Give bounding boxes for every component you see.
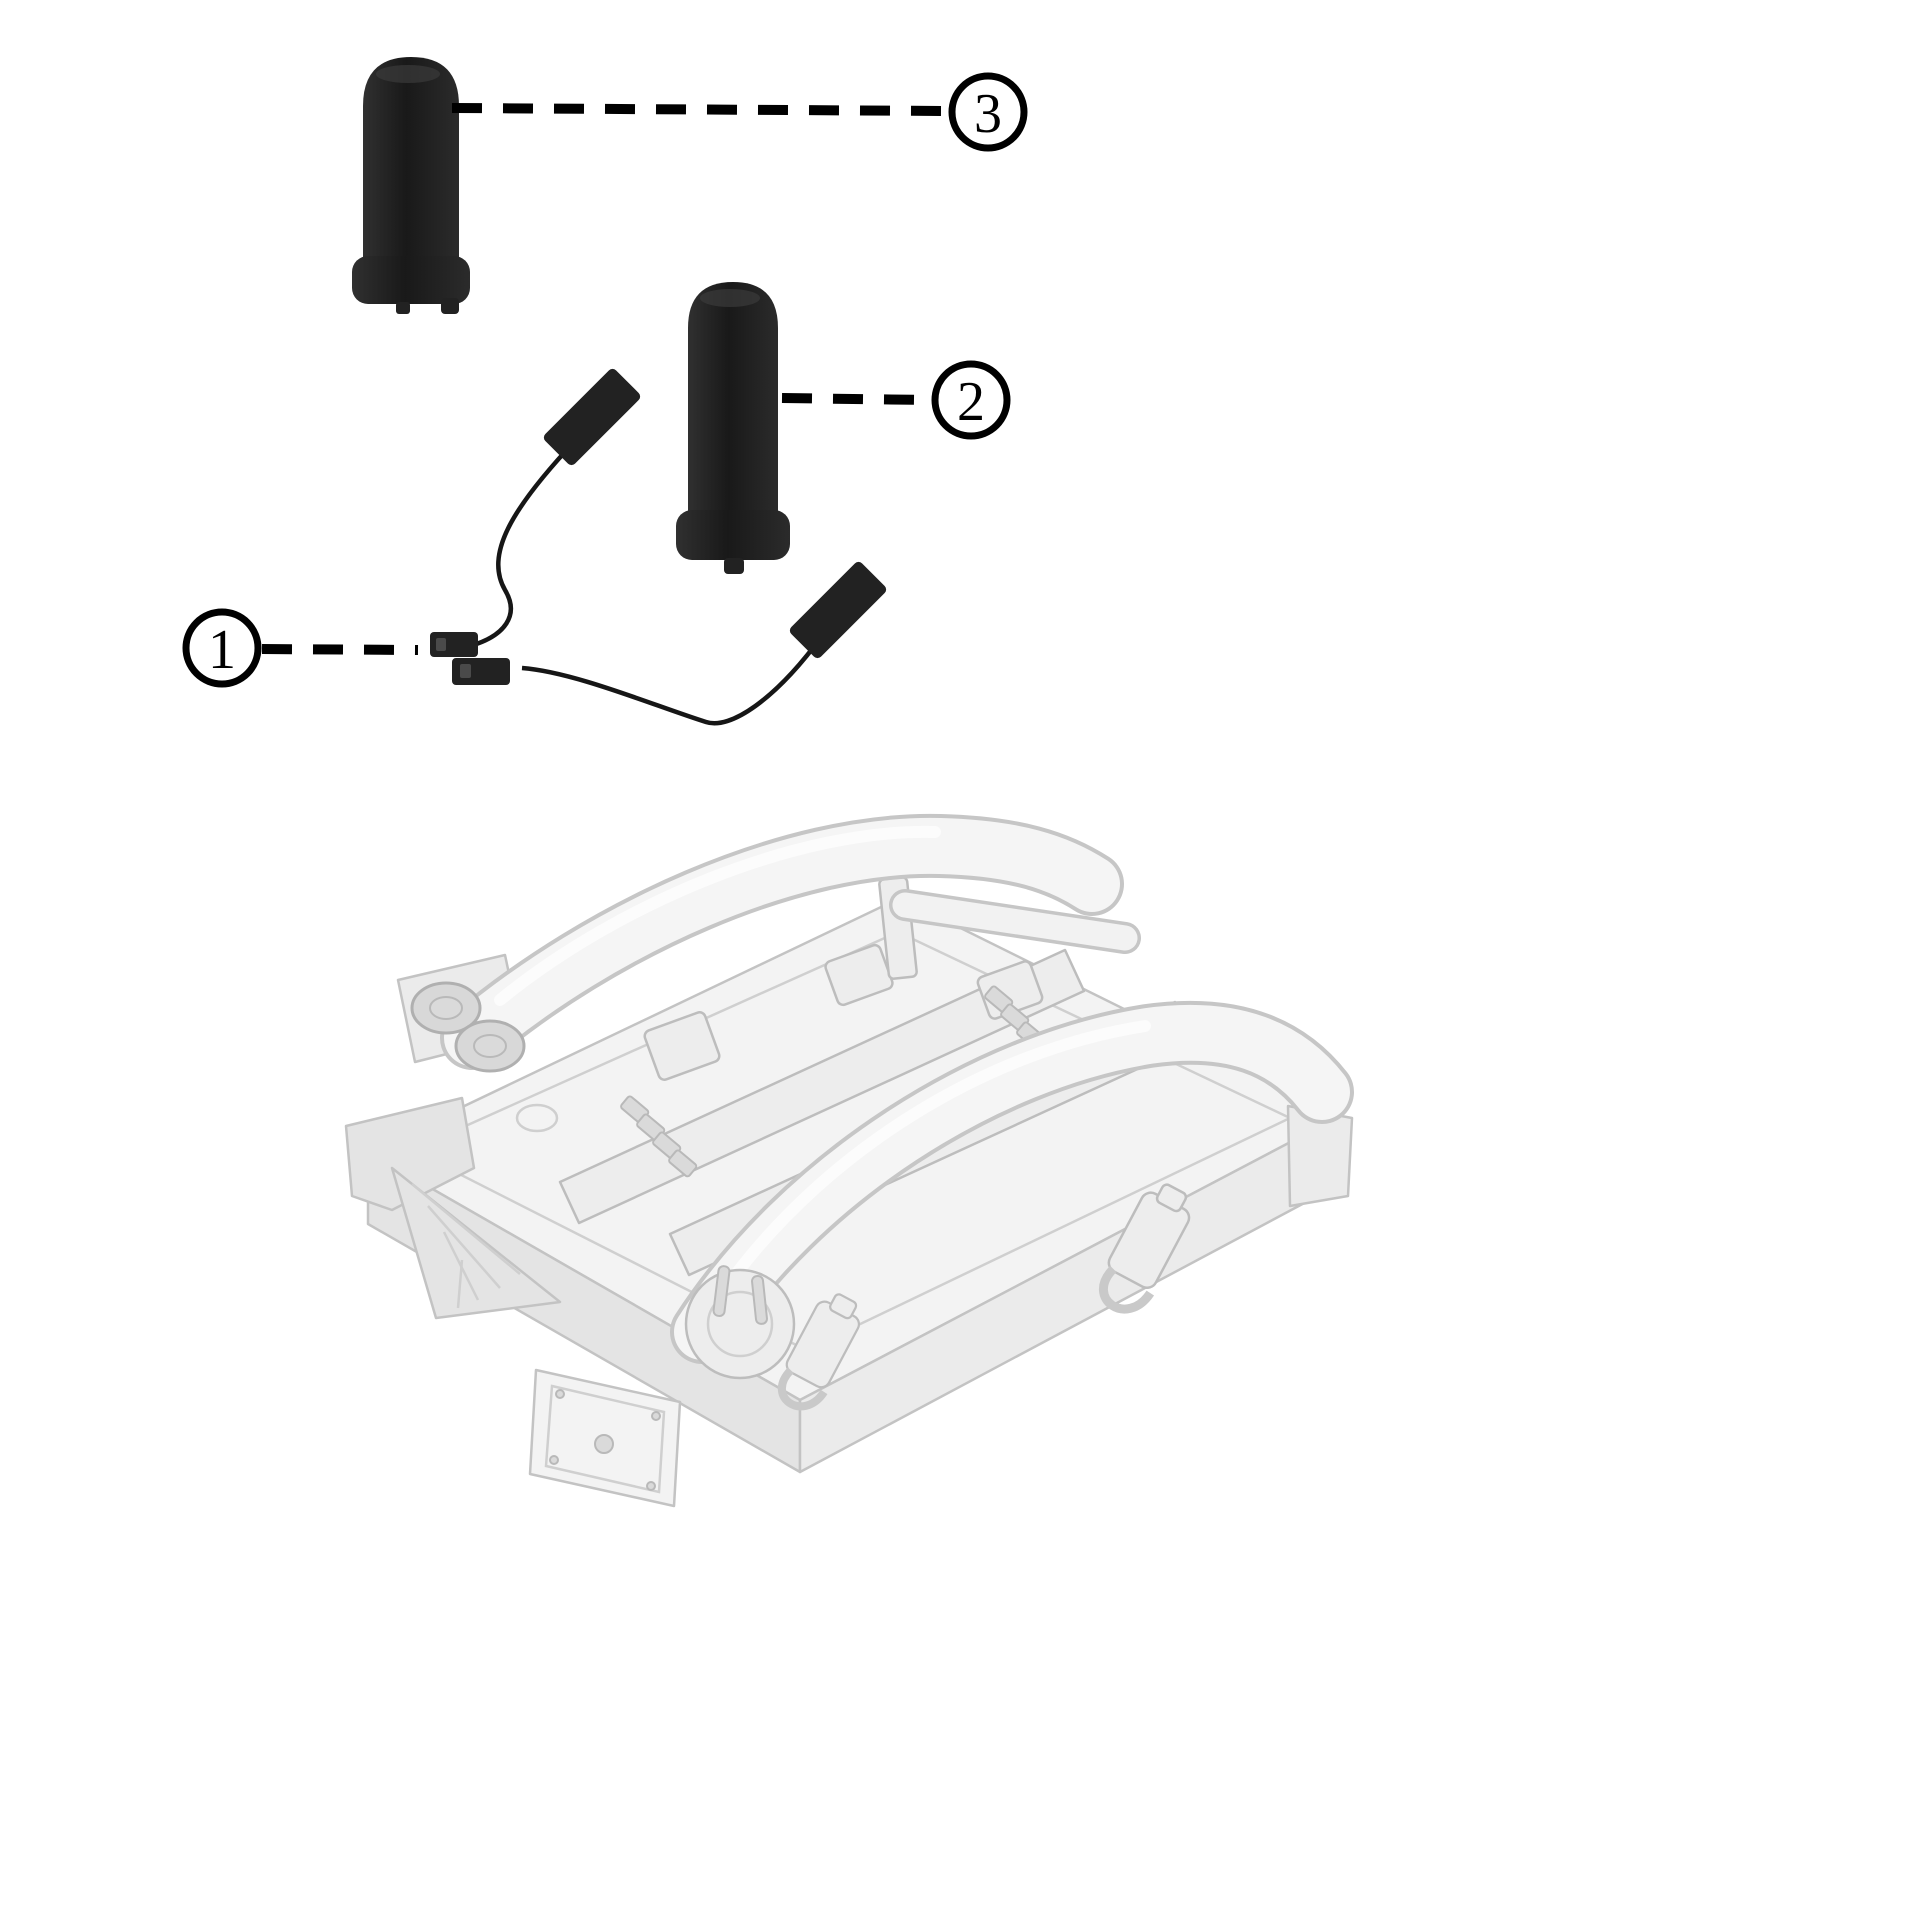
leader-line-3 xyxy=(451,103,945,116)
socket-block xyxy=(528,1368,682,1508)
antenna-lead-b xyxy=(789,561,887,659)
ribbed-gusset xyxy=(390,1166,562,1320)
callout-circle-2 xyxy=(931,360,1011,440)
callout-2: 2 xyxy=(781,360,1011,440)
leader-line-2 xyxy=(781,393,931,405)
callout-circle-1 xyxy=(182,608,262,688)
latch-front xyxy=(777,1293,861,1411)
carry-arms xyxy=(440,813,1354,1364)
callout-3: 3 xyxy=(451,72,1028,152)
part-antenna-tall xyxy=(352,57,470,314)
part-cable-assembly xyxy=(430,368,887,726)
left-corner-bracket xyxy=(344,1096,476,1212)
callout-number-1: 1 xyxy=(208,619,236,681)
part-antenna-short xyxy=(676,282,790,574)
pivot-rollers xyxy=(410,981,526,1073)
callout-number-3: 3 xyxy=(974,83,1002,145)
cable-connectors xyxy=(430,632,510,685)
latch-right xyxy=(1098,1183,1191,1314)
connector-chain-left xyxy=(620,1095,698,1178)
callout-circle-3 xyxy=(948,72,1028,152)
leader-line-1 xyxy=(261,644,419,655)
antenna-lead-a xyxy=(543,368,641,466)
callout-number-2: 2 xyxy=(957,371,985,433)
chassis-assembly xyxy=(344,813,1354,1508)
callout-1: 1 xyxy=(182,608,419,688)
front-hub xyxy=(684,1265,796,1380)
